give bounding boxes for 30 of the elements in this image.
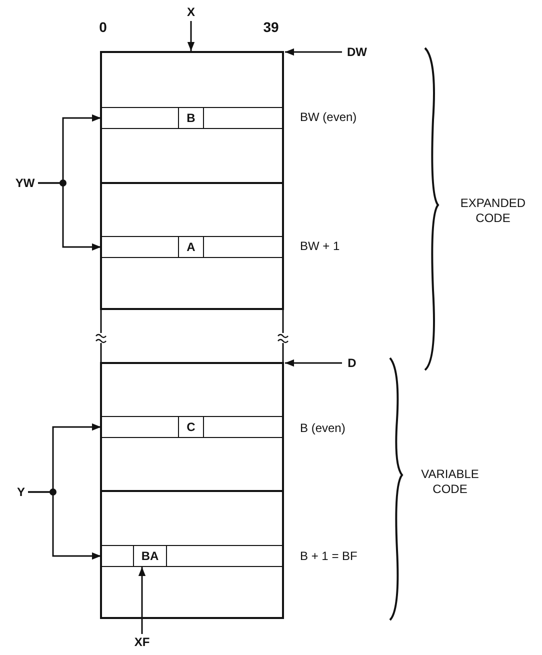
column-number: 39 — [262, 20, 280, 35]
arrow — [138, 567, 146, 634]
address-label: BW (even) — [300, 110, 357, 125]
arrow — [285, 48, 342, 56]
memory-row — [102, 545, 282, 567]
address-label: B (even) — [300, 421, 346, 436]
field-cell-label: B — [178, 108, 204, 128]
memory-block — [100, 362, 284, 619]
pointer-label: Y — [14, 484, 28, 500]
field-cell-label: C — [178, 417, 204, 437]
memory-row — [102, 236, 282, 258]
pointer-label: X — [183, 4, 199, 20]
arrow — [38, 182, 101, 251]
pointer-label: XF — [131, 634, 153, 650]
memory-row — [102, 416, 282, 438]
memory-row — [102, 107, 282, 129]
pointer-label: YW — [12, 175, 38, 191]
field-cell-label: A — [178, 237, 204, 257]
region-label: EXPANDED CODE — [459, 196, 527, 226]
address-label: BW + 1 — [300, 239, 340, 254]
field-cell-label: BA — [133, 546, 167, 566]
memory-block — [100, 51, 284, 310]
arrow — [28, 491, 101, 560]
region-label: VARIABLE CODE — [420, 467, 480, 497]
arrow — [187, 21, 195, 51]
pointer-label: DW — [343, 44, 371, 60]
arrow — [285, 359, 342, 367]
address-label: B + 1 = BF — [300, 549, 358, 564]
pointer-label: D — [343, 355, 361, 371]
column-number: 0 — [98, 20, 108, 35]
